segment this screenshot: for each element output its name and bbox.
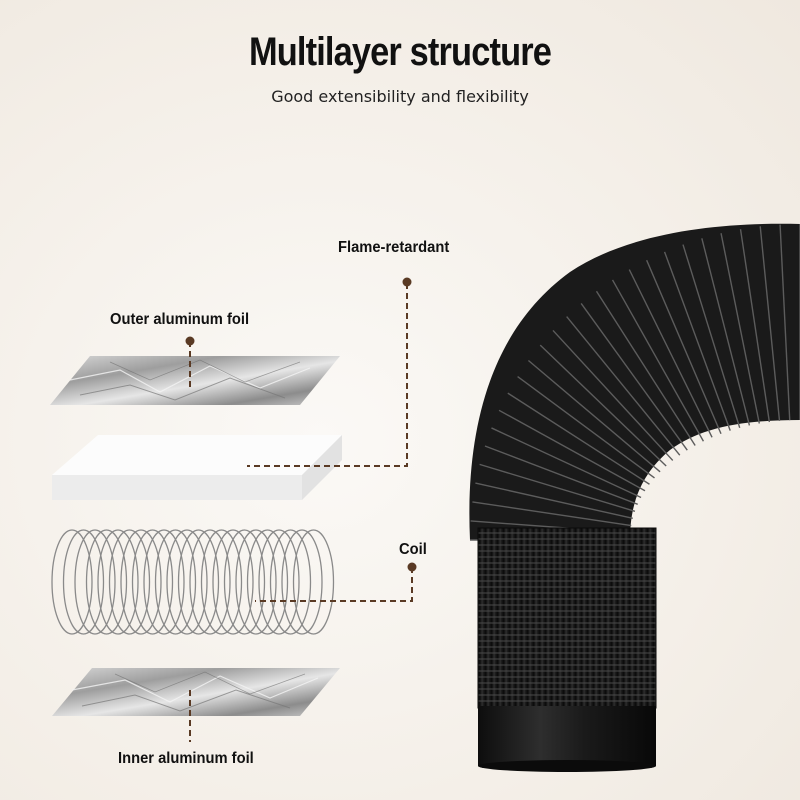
flame-retardant-label: Flame-retardant xyxy=(338,239,450,256)
flexible-duct-hose xyxy=(469,223,800,772)
page-title: Multilayer structure xyxy=(248,30,552,74)
outer-foil-label: Outer aluminum foil xyxy=(110,311,250,328)
page-subtitle: Good extensibility and flexibility xyxy=(271,87,529,106)
leader-lines xyxy=(189,283,413,742)
flame-retardant-slab xyxy=(52,435,342,500)
inner-foil-sheet xyxy=(52,668,340,716)
coil-label: Coil xyxy=(399,541,427,558)
coil-leader xyxy=(255,567,413,602)
inner-foil-label: Inner aluminum foil xyxy=(118,750,254,767)
flame-leader xyxy=(247,283,408,467)
outer-foil-sheet xyxy=(50,356,340,405)
coil-spring xyxy=(51,529,335,635)
leader-dots xyxy=(185,277,417,572)
